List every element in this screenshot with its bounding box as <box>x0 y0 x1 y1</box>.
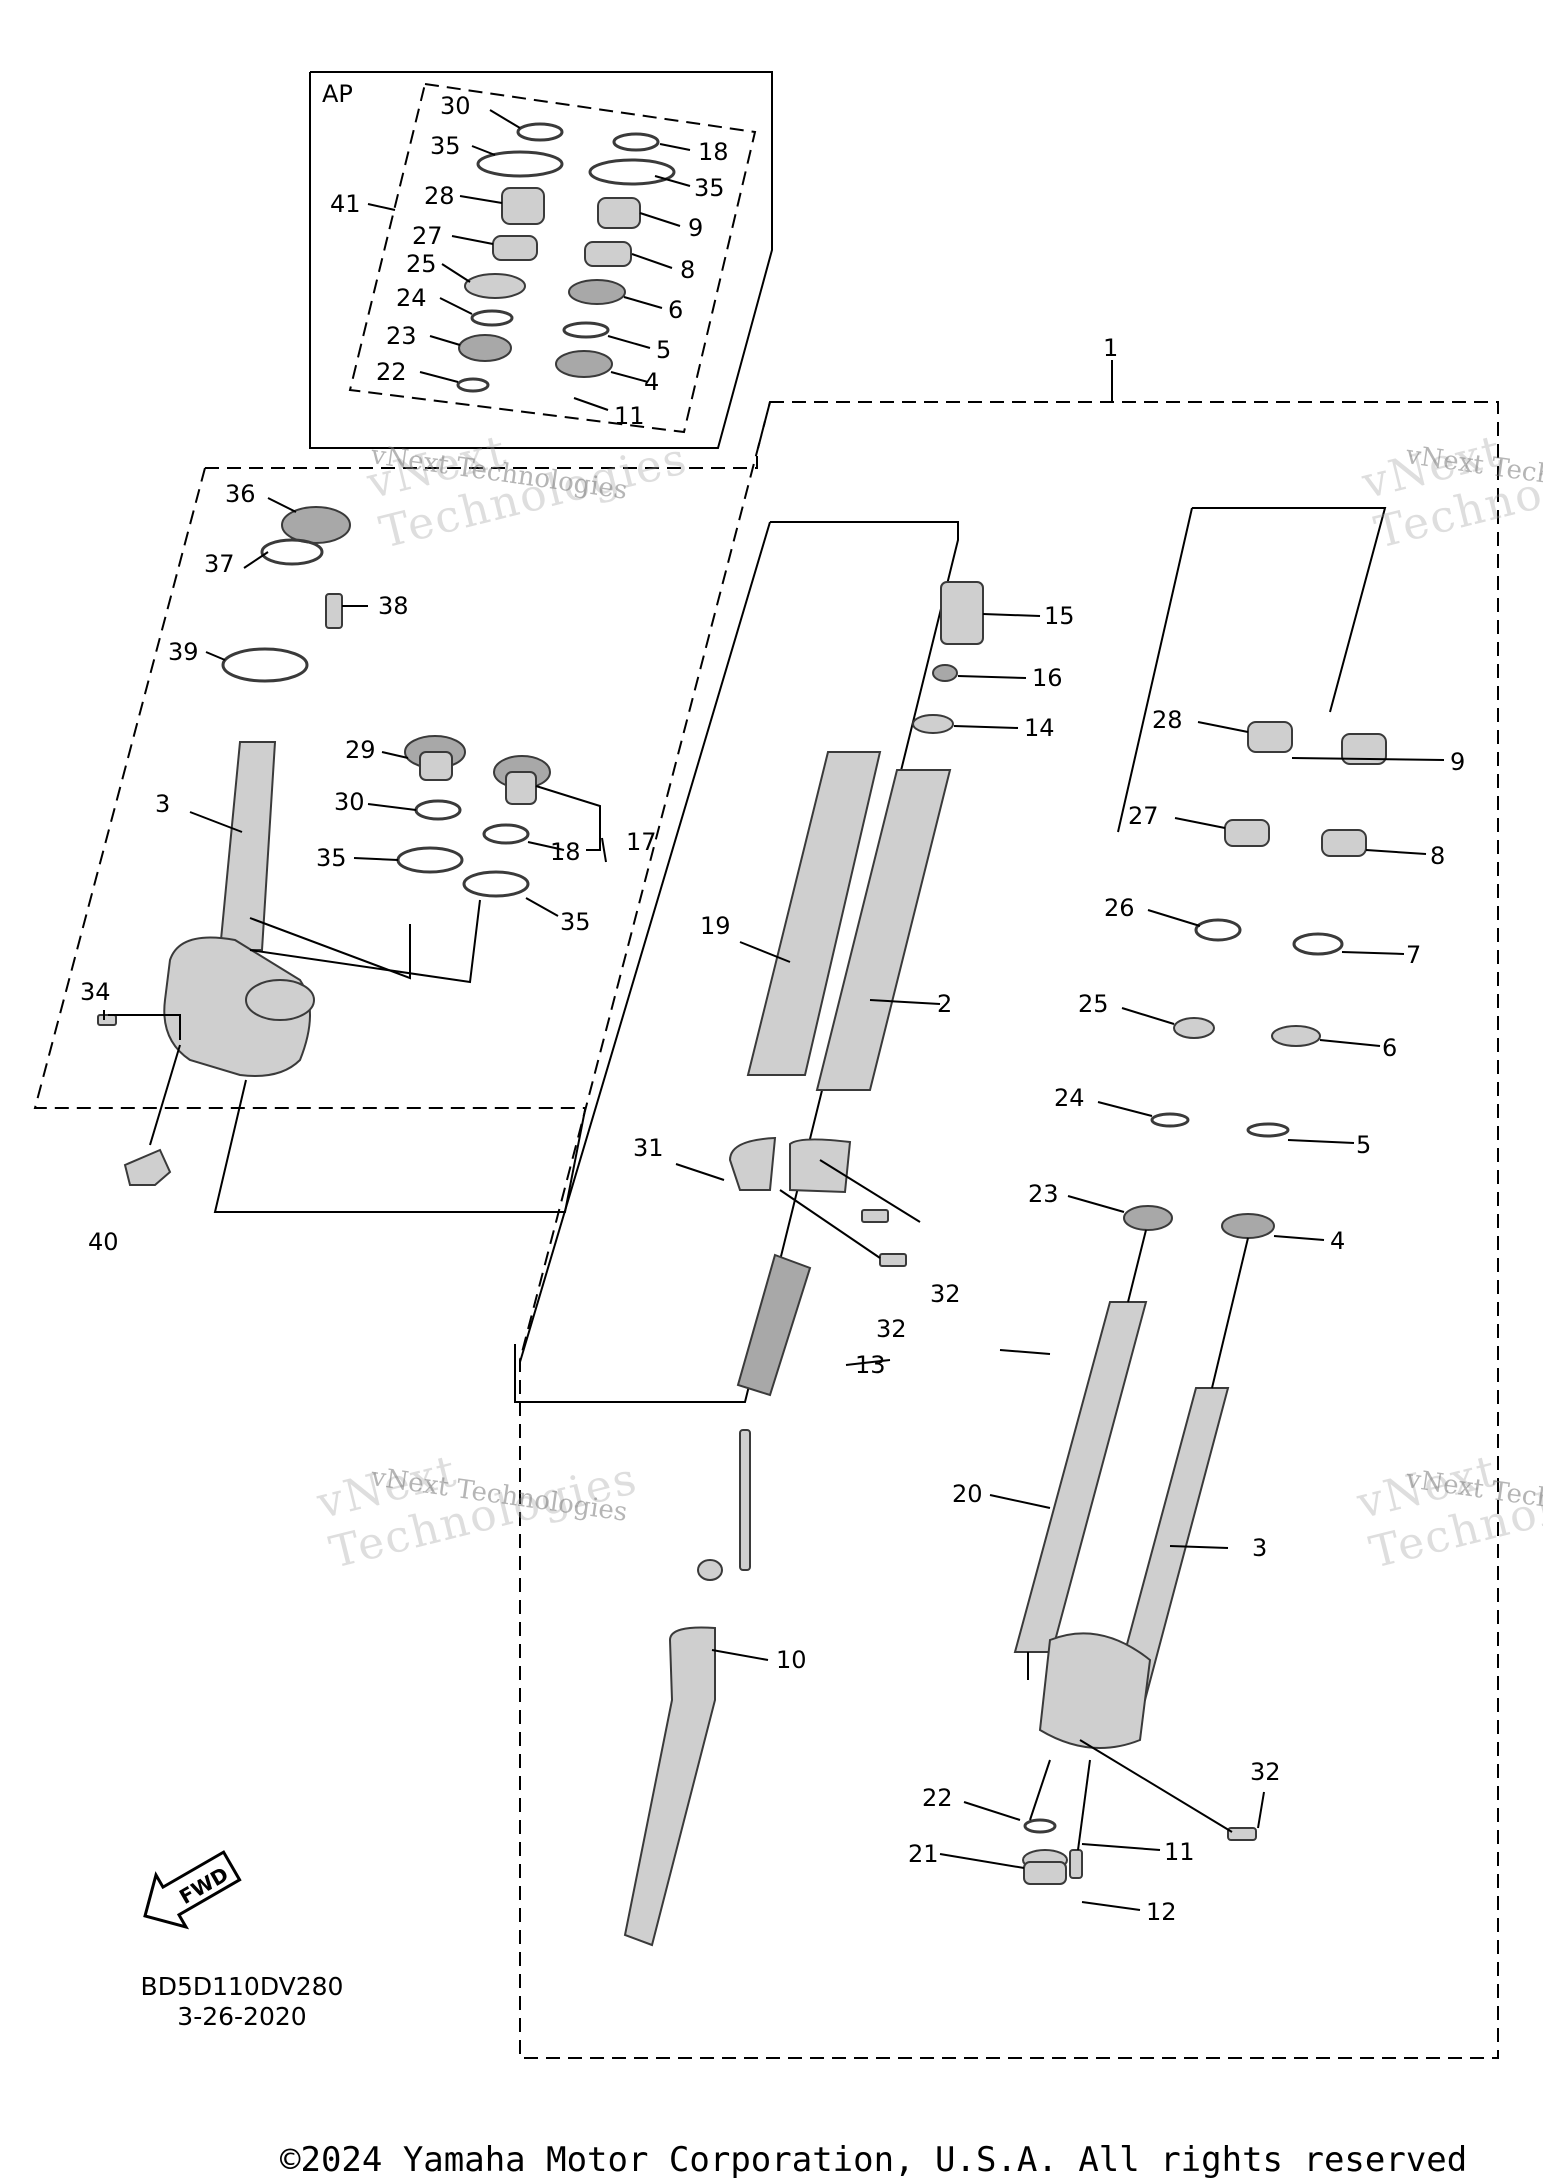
callout-24: 24 <box>1054 1084 1085 1112</box>
callout-32-low: 32 <box>1250 1758 1281 1786</box>
ap-callout-6: 6 <box>668 296 683 324</box>
callout-32-mid: 32 <box>876 1315 907 1343</box>
right-assembly <box>1013 721 1387 1885</box>
callout-6: 6 <box>1382 1034 1397 1062</box>
middle-assembly <box>623 581 984 1947</box>
diagram-date: 3-26-2020 <box>177 2002 307 2031</box>
callout-19: 19 <box>700 912 731 940</box>
left-assembly <box>97 506 551 1186</box>
callout-3-left: 3 <box>155 790 170 818</box>
ap-callout-23: 23 <box>386 322 417 350</box>
callout-3-right: 3 <box>1252 1534 1267 1562</box>
callout-35-mid-right: 35 <box>560 908 591 936</box>
frame-inner-right <box>1192 507 1387 713</box>
callout-8: 8 <box>1430 842 1445 870</box>
callout-2: 2 <box>937 990 952 1018</box>
ap-callout-9: 9 <box>688 214 703 242</box>
frame-group-1 <box>519 401 1499 2059</box>
callout-11: 11 <box>1164 1838 1195 1866</box>
callout-30-mid: 30 <box>334 788 365 816</box>
callout-26: 26 <box>1104 894 1135 922</box>
callout-1: 1 <box>1103 334 1118 362</box>
ap-callout-25: 25 <box>406 250 437 278</box>
callout-31: 31 <box>633 1134 664 1162</box>
callout-32-right: 32 <box>930 1280 961 1308</box>
callout-41: 41 <box>330 190 361 218</box>
diagram-code: BD5D110DV280 <box>140 1972 344 2001</box>
callout-35-mid-left: 35 <box>316 844 347 872</box>
ap-callout-35-left: 35 <box>430 132 461 160</box>
ap-callout-5: 5 <box>656 336 671 364</box>
callout-16: 16 <box>1032 664 1063 692</box>
ap-callout-8: 8 <box>680 256 695 284</box>
callout-21: 21 <box>908 1840 939 1868</box>
ap-kit-box: AP <box>309 71 773 449</box>
ap-callout-35-right: 35 <box>694 174 725 202</box>
callout-12: 12 <box>1146 1898 1177 1926</box>
callout-20: 20 <box>952 1480 983 1508</box>
ap-callout-22: 22 <box>376 358 407 386</box>
callout-36: 36 <box>225 480 256 508</box>
callout-22: 22 <box>922 1784 953 1812</box>
ap-parts <box>456 122 676 411</box>
callout-4: 4 <box>1330 1227 1345 1255</box>
callout-40: 40 <box>88 1228 119 1256</box>
callout-38: 38 <box>378 592 409 620</box>
ap-callout-24: 24 <box>396 284 427 312</box>
fwd-arrow-icon: FWD <box>143 1850 242 1930</box>
frame-left-group <box>205 401 771 469</box>
ap-label: AP <box>322 80 353 108</box>
callout-17: 17 <box>626 828 657 856</box>
callout-25: 25 <box>1078 990 1109 1018</box>
callout-5: 5 <box>1356 1131 1371 1159</box>
callout-27: 27 <box>1128 802 1159 830</box>
callout-18-mid: 18 <box>550 838 581 866</box>
leader-lines <box>103 109 1445 1911</box>
callout-14: 14 <box>1024 714 1055 742</box>
callout-13: 13 <box>855 1351 886 1379</box>
callout-15: 15 <box>1044 602 1075 630</box>
callout-39: 39 <box>168 638 199 666</box>
callout-labels: 1 2 3 3 4 5 6 7 8 9 10 11 12 13 14 15 16… <box>80 92 1465 1926</box>
callout-34: 34 <box>80 978 111 1006</box>
ap-callout-28: 28 <box>424 182 455 210</box>
callout-9: 9 <box>1450 748 1465 776</box>
callout-7: 7 <box>1406 941 1421 969</box>
frame-lower-left <box>213 1079 586 1213</box>
callout-37: 37 <box>204 550 235 578</box>
ap-callout-18: 18 <box>698 138 729 166</box>
callout-23: 23 <box>1028 1180 1059 1208</box>
copyright-footer: ©2024 Yamaha Motor Corporation, U.S.A. A… <box>280 2140 1468 2180</box>
callout-10: 10 <box>776 1646 807 1674</box>
callout-29: 29 <box>345 736 376 764</box>
ap-callout-4: 4 <box>644 368 659 396</box>
callout-28: 28 <box>1152 706 1183 734</box>
ap-callout-11: 11 <box>614 402 645 430</box>
ap-callout-27: 27 <box>412 222 443 250</box>
ap-callout-30: 30 <box>440 92 471 120</box>
